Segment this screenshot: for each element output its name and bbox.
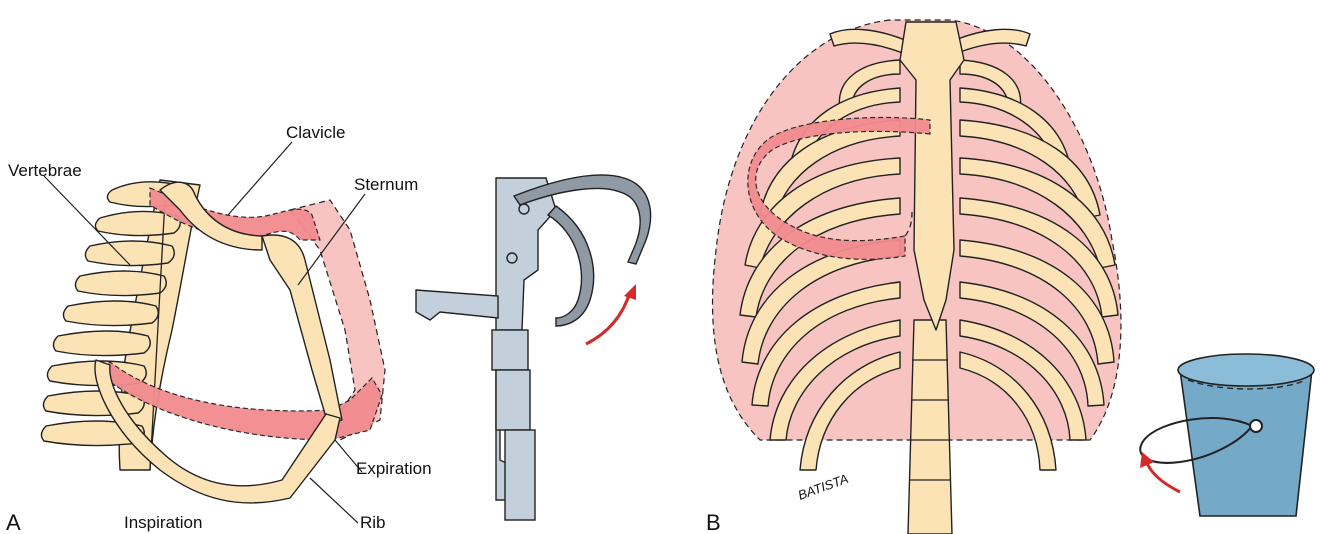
panel-b-label: B — [706, 510, 721, 534]
bucket-handle-icon — [1140, 354, 1314, 516]
spine-b — [908, 320, 952, 534]
label-inspiration: Inspiration — [124, 513, 202, 532]
label-rib: Rib — [360, 513, 386, 532]
panel-a: Vertebrae Clavicle Sternum Expiration In… — [6, 123, 651, 534]
label-vertebrae: Vertebrae — [8, 161, 82, 180]
label-expiration: Expiration — [356, 459, 432, 478]
pump-handle-icon — [416, 175, 651, 520]
panel-a-label: A — [6, 510, 21, 534]
label-sternum: Sternum — [354, 175, 418, 194]
artist-signature: BATISTA — [796, 471, 850, 503]
label-clavicle: Clavicle — [286, 123, 346, 142]
panel-b: BATISTA B — [706, 20, 1314, 534]
